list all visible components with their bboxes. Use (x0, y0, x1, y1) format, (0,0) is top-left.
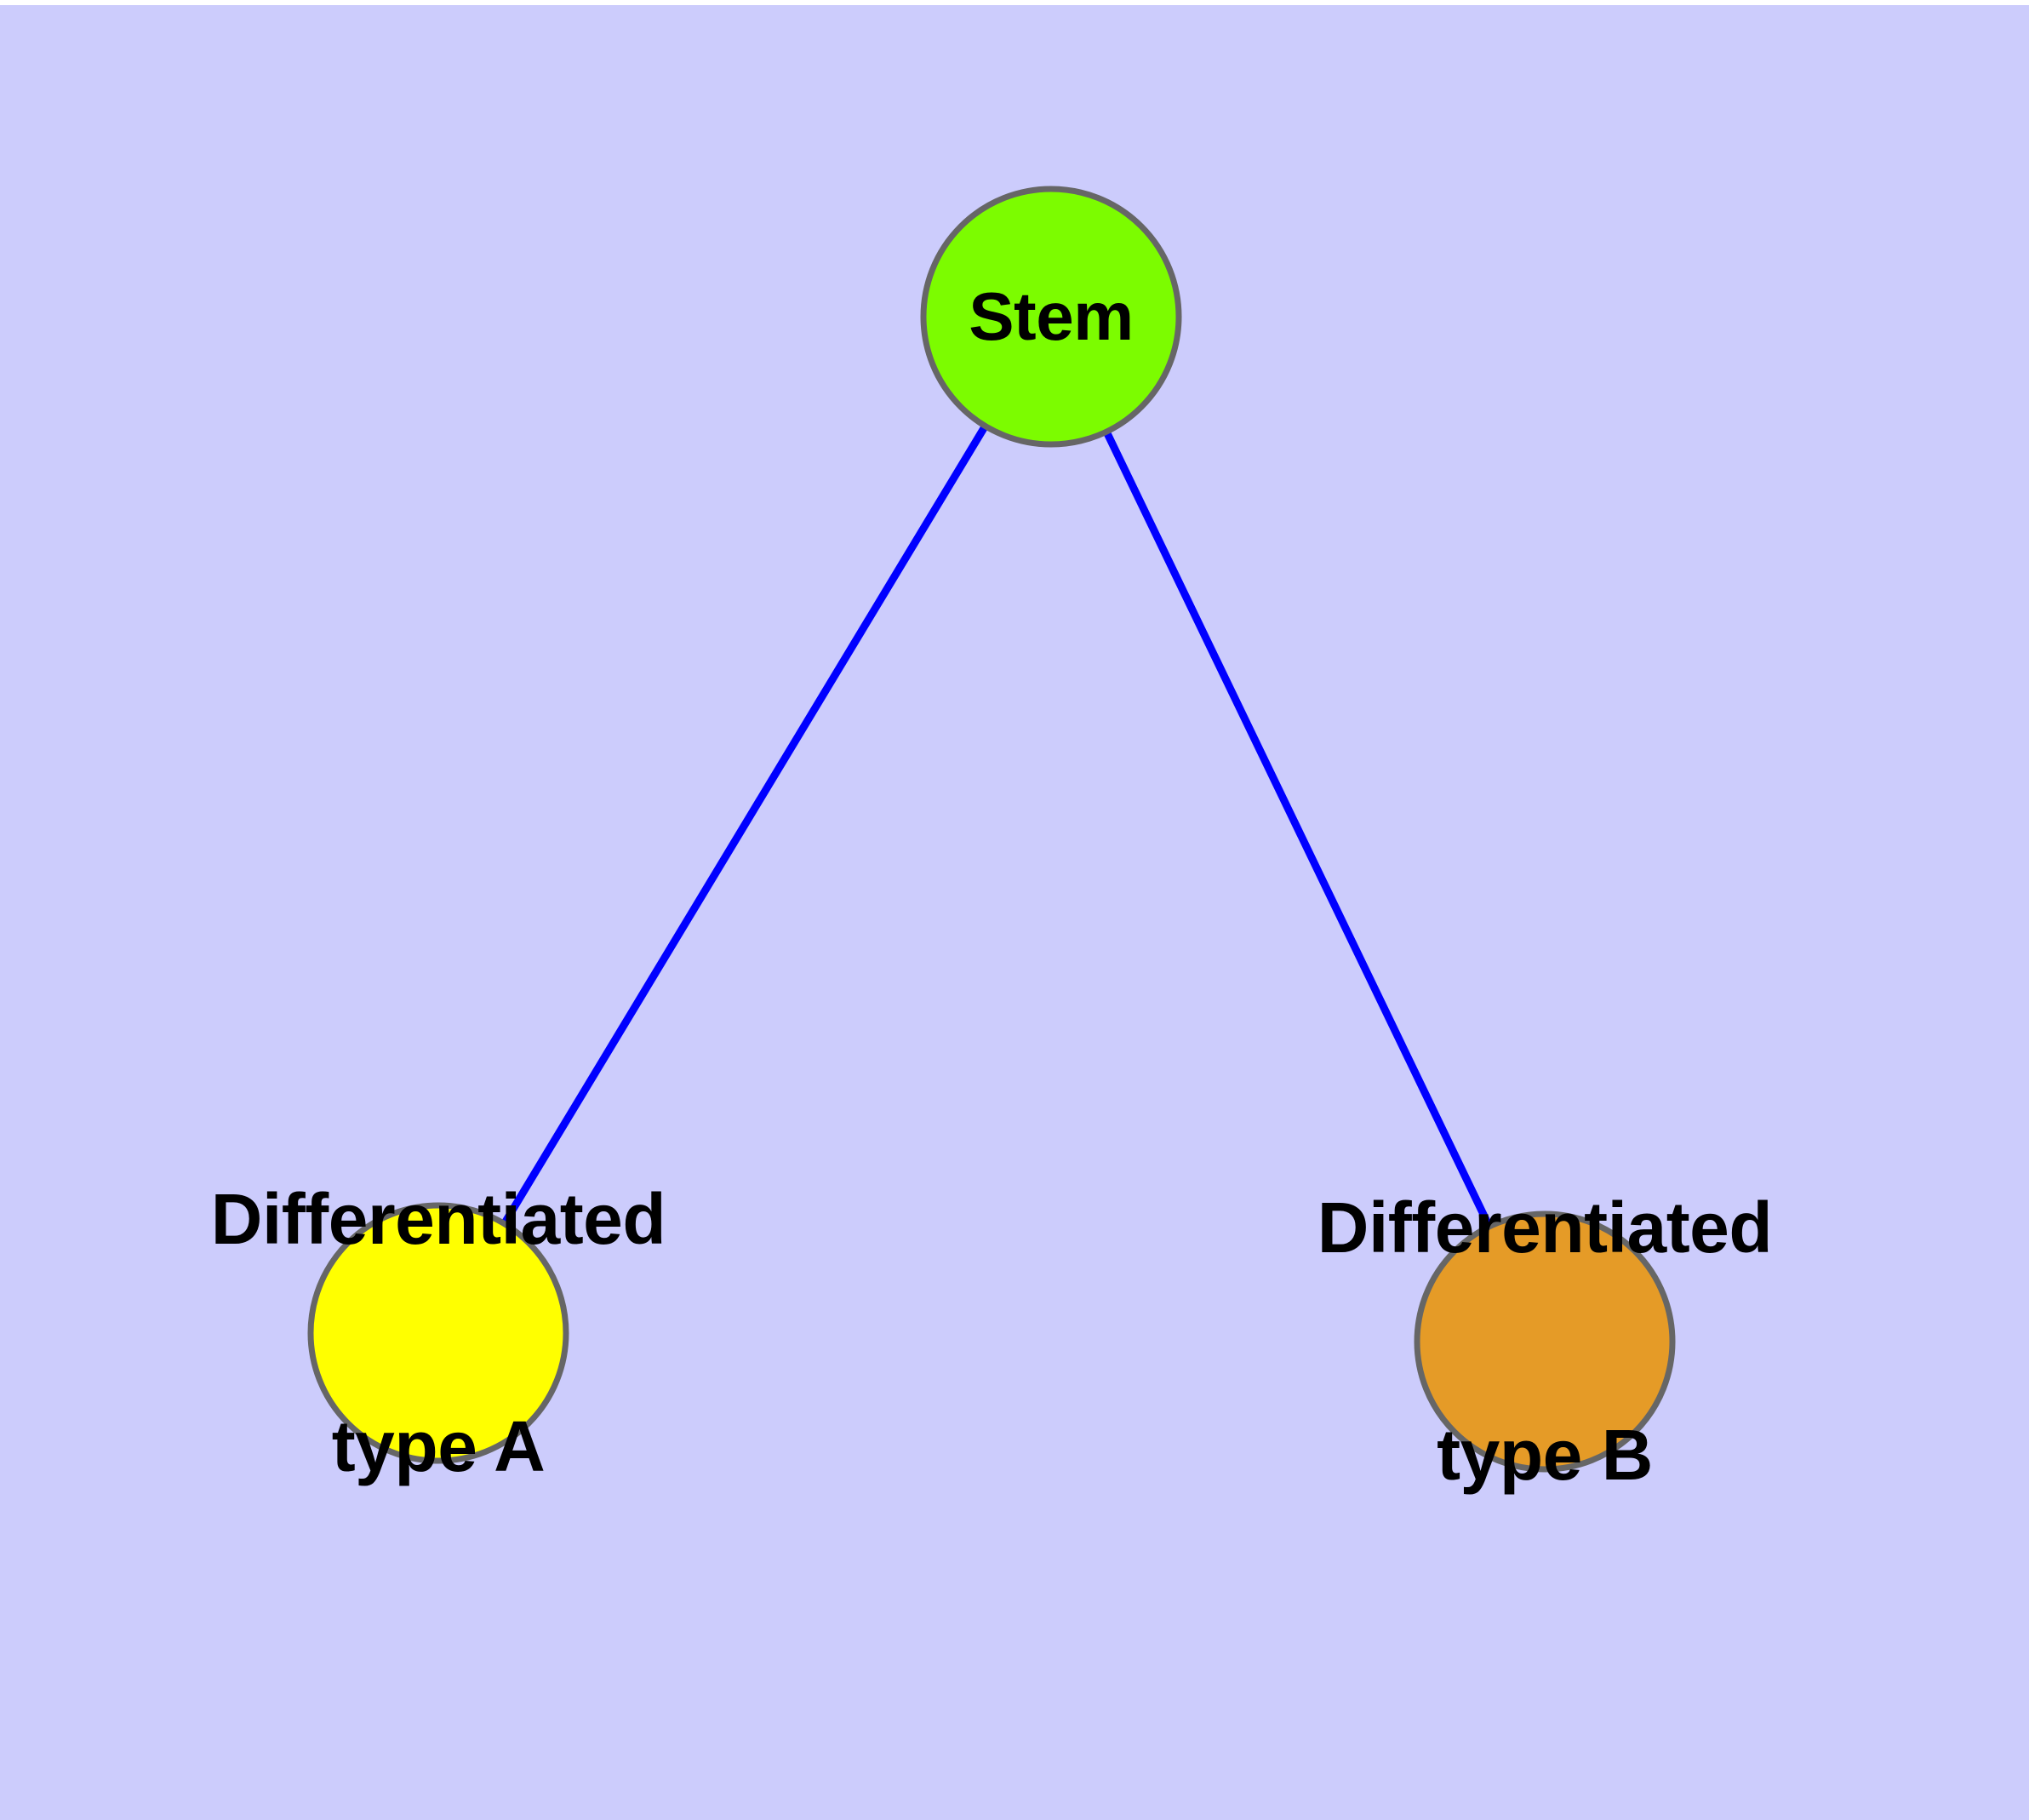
edge-stem-to-diff-b (1103, 430, 1493, 1228)
node-circle-diff-a[interactable] (307, 1202, 569, 1464)
node-circle-diff-b[interactable] (1414, 1210, 1676, 1473)
edge-layer (500, 424, 1493, 1228)
node-circle-stem[interactable] (920, 186, 1182, 448)
node-layer (307, 186, 1676, 1473)
edge-stem-to-diff-a (500, 424, 989, 1226)
